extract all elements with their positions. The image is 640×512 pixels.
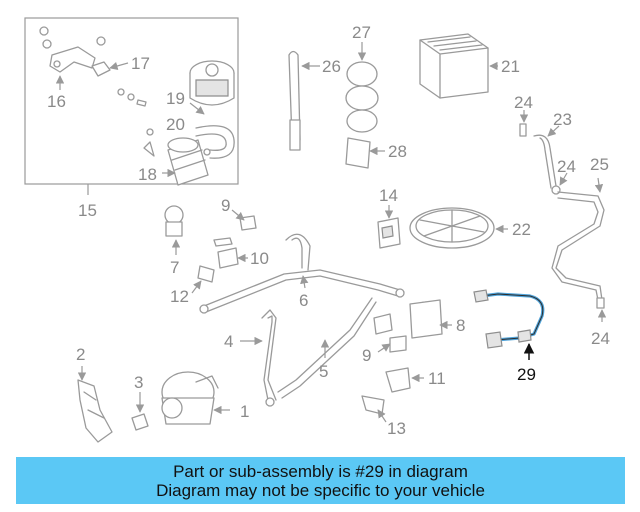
tube-6	[199, 233, 405, 314]
callout-12: 12	[170, 287, 189, 306]
callout-29[interactable]: 29	[517, 365, 536, 384]
callout-9-bottom: 9	[362, 346, 371, 365]
callout-21: 21	[501, 57, 520, 76]
banner-line-1: Part or sub-assembly is #29 in diagram	[173, 461, 468, 481]
callout-27: 27	[352, 23, 371, 42]
callout-7: 7	[170, 258, 179, 277]
callout-18: 18	[138, 165, 157, 184]
bracket-16	[39, 26, 96, 90]
callout-9-top: 9	[221, 196, 230, 215]
callout-10: 10	[250, 249, 269, 268]
callout-1: 1	[240, 402, 249, 421]
gasket-10	[213, 237, 248, 269]
callout-17: 17	[131, 54, 150, 73]
callout-24-a: 24	[514, 93, 533, 112]
strut-26	[288, 50, 320, 151]
bracket-28	[345, 137, 385, 169]
callout-26: 26	[322, 57, 341, 76]
valve-19	[189, 60, 235, 115]
callout-20: 20	[166, 115, 185, 134]
callout-3: 3	[134, 373, 143, 392]
module-21	[419, 33, 498, 99]
callout-16: 16	[47, 92, 66, 111]
gasket-9-bottom	[373, 313, 407, 353]
pipes-4-5	[240, 297, 377, 407]
callout-8: 8	[456, 316, 465, 335]
callout-labels: 1 2 3 4 5 6 7 8 9 9 10 11 12 13 14 15 16…	[47, 23, 610, 438]
cover-22	[409, 207, 508, 249]
valve-7	[164, 205, 184, 255]
callout-15: 15	[78, 201, 97, 220]
inset-box	[24, 17, 239, 185]
fitting-12	[191, 265, 215, 294]
parts-diagram: 1 2 3 4 5 6 7 8 9 9 10 11 12 13 14 15 16…	[24, 17, 610, 443]
bracket-13	[361, 395, 387, 423]
callout-14: 14	[379, 186, 398, 205]
flange-8	[409, 299, 452, 339]
plug-3	[131, 392, 149, 431]
callout-6: 6	[299, 291, 308, 310]
callout-5: 5	[319, 362, 328, 381]
banner-line-2: Diagram may not be specific to your vehi…	[156, 480, 485, 500]
callout-19: 19	[166, 89, 185, 108]
sensor-27	[345, 42, 379, 133]
info-banner: Part or sub-assembly is #29 in diagram D…	[16, 457, 625, 504]
callout-4: 4	[224, 332, 233, 351]
callout-28: 28	[388, 142, 407, 161]
oxygen-sensor-29[interactable]	[473, 289, 545, 360]
callout-24-c: 24	[591, 329, 610, 348]
shield-2	[77, 366, 113, 443]
pump-1	[161, 371, 230, 425]
gasket-9-top	[231, 209, 257, 231]
callout-22: 22	[512, 220, 531, 239]
bracket-11	[385, 367, 424, 393]
callout-13: 13	[387, 419, 406, 438]
hose-20	[143, 125, 235, 159]
fuel-lines-23-25	[519, 110, 607, 322]
callout-2: 2	[76, 345, 85, 364]
callout-24-b: 24	[557, 157, 576, 176]
callout-25: 25	[590, 155, 609, 174]
clip-17	[91, 36, 147, 107]
callout-11: 11	[428, 369, 446, 388]
callout-23: 23	[553, 110, 572, 129]
solenoid-14	[377, 205, 401, 249]
filter-18	[162, 137, 209, 186]
